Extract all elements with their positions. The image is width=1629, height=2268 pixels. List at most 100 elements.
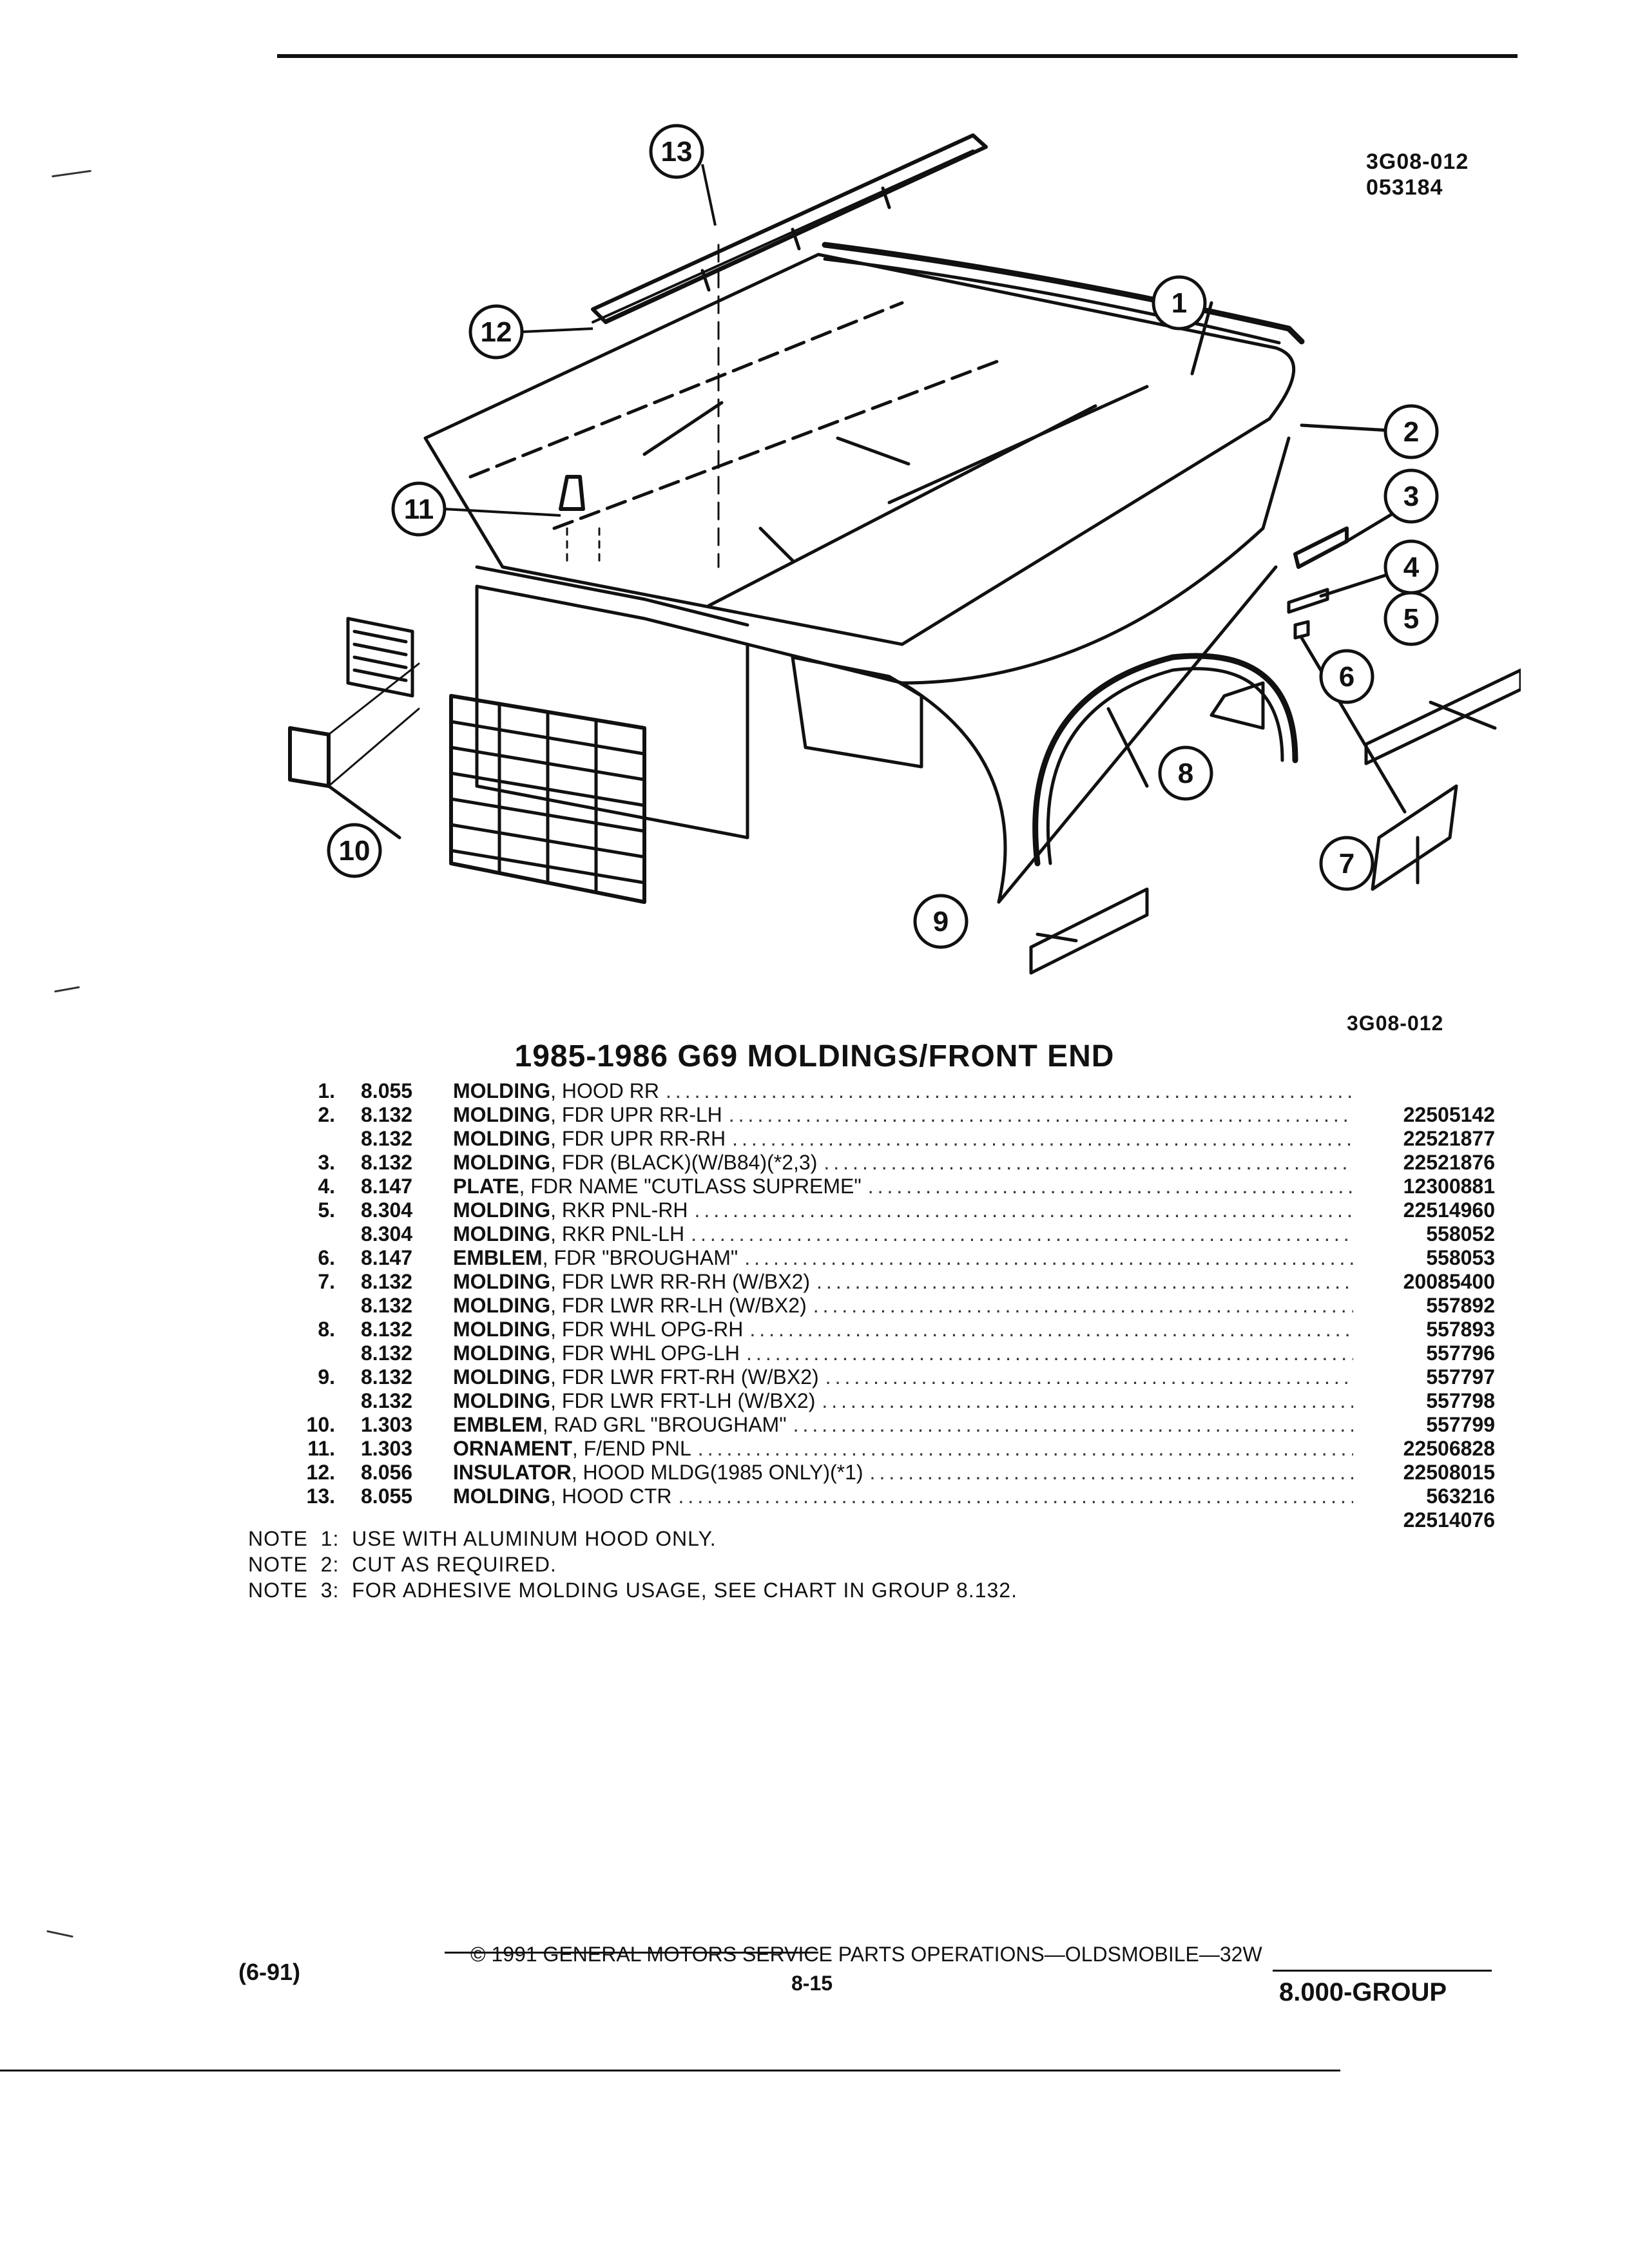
leader-dots: ........................................…: [732, 1127, 1353, 1150]
part-number: 557799: [1426, 1413, 1495, 1436]
part-name: MOLDING: [453, 1365, 551, 1389]
notes: NOTE 1: USE WITH ALUMINUM HOOD ONLY.NOTE…: [248, 1527, 1017, 1604]
leader-dots: ........................................…: [869, 1461, 1353, 1484]
fender-emblem: [1293, 620, 1310, 640]
part-name: PLATE: [453, 1175, 519, 1198]
part-name: MOLDING: [453, 1103, 551, 1126]
part-name: MOLDING: [453, 1079, 551, 1102]
leader-dots: ........................................…: [822, 1389, 1353, 1412]
part-name: MOLDING: [453, 1485, 551, 1508]
wheel-opening-molding: [1032, 653, 1298, 867]
callout-9: 9: [913, 894, 969, 949]
item-number: 2.: [318, 1103, 335, 1126]
item-number: 9.: [318, 1365, 335, 1389]
callout-10: 10: [327, 823, 382, 878]
part-name: EMBLEM: [453, 1246, 543, 1269]
part-description: , FDR UPR RR-RH: [550, 1127, 726, 1150]
parts-row: 22514076: [284, 1508, 1495, 1532]
part-description: , F/END PNL: [572, 1437, 691, 1460]
svg-text:1: 1: [1171, 287, 1187, 319]
scan-mark: [52, 169, 92, 178]
item-number: 1.: [318, 1079, 335, 1102]
item-number: 7.: [318, 1270, 335, 1293]
part-description: , FDR LWR FRT-RH (W/BX2): [550, 1365, 819, 1389]
hood-center-molding: [591, 133, 988, 324]
svg-text:10: 10: [339, 835, 371, 867]
hood-insulator: [592, 149, 974, 323]
part-description: , FDR UPR RR-LH: [550, 1103, 722, 1126]
group-number: 8.132: [361, 1127, 413, 1150]
callout-7: 7: [1319, 836, 1374, 891]
group-number: 8.055: [361, 1079, 413, 1102]
svg-text:2: 2: [1403, 416, 1419, 448]
group-number: 8.304: [361, 1222, 413, 1245]
grille-emblem: [288, 726, 331, 788]
callout-6: 6: [1319, 649, 1374, 704]
parts-row: 9. 8.132 MOLDING, FDR LWR FRT-RH (W/BX2)..…: [284, 1365, 1495, 1389]
radiator-grille: [449, 694, 646, 904]
leader-dots: ........................................…: [665, 1079, 1353, 1102]
group-number: 1.303: [361, 1413, 413, 1436]
part-name: MOLDING: [453, 1198, 551, 1222]
svg-text:6: 6: [1339, 661, 1354, 693]
part-description: , FDR LWR RR-RH (W/BX2): [550, 1270, 811, 1293]
leader-dots: ........................................…: [746, 1341, 1353, 1365]
part-name: MOLDING: [453, 1222, 551, 1245]
part-description: , FDR WHL OPG-LH: [550, 1341, 740, 1365]
part-name: ORNAMENT: [453, 1437, 572, 1460]
scan-mark: [54, 986, 80, 993]
leader-dots: ........................................…: [867, 1175, 1353, 1198]
group-number: 8.132: [361, 1365, 413, 1389]
part-number: 22521877: [1403, 1127, 1495, 1150]
part-name: EMBLEM: [453, 1413, 543, 1436]
item-number: 11.: [307, 1437, 335, 1460]
part-description: , FDR LWR RR-LH (W/BX2): [550, 1294, 807, 1317]
leader-dots: ........................................…: [825, 1365, 1353, 1389]
svg-text:4: 4: [1403, 552, 1420, 583]
leader-dots: ........................................…: [694, 1198, 1353, 1222]
callout-5: 5: [1383, 591, 1439, 646]
part-description: , FDR (BLACK)(W/B84)(*2,3): [550, 1151, 818, 1174]
leader-dots: ........................................…: [678, 1485, 1353, 1508]
svg-text:9: 9: [933, 906, 949, 937]
svg-text:5: 5: [1403, 603, 1419, 635]
group-number: 8.056: [361, 1461, 413, 1484]
footer-group: 8.000-GROUP: [1279, 1978, 1447, 2006]
part-number: 22508015: [1403, 1461, 1495, 1484]
item-number: 8.: [318, 1318, 335, 1341]
part-number: 563216: [1426, 1485, 1495, 1508]
svg-text:12: 12: [481, 316, 512, 348]
svg-text:7: 7: [1339, 848, 1354, 879]
scan-mark: [46, 1930, 73, 1938]
headlamp-grille: [346, 617, 414, 698]
callout-1: 1: [1152, 275, 1207, 331]
part-number: 22505142: [1403, 1103, 1495, 1126]
part-number: 558052: [1426, 1222, 1495, 1245]
group-number: 8.132: [361, 1103, 413, 1126]
part-number: 558053: [1426, 1246, 1495, 1269]
illustration-code: 3G08-012: [1366, 149, 1469, 174]
part-number: 12300881: [1403, 1175, 1495, 1198]
part-number: 557796: [1426, 1341, 1495, 1365]
part-name: MOLDING: [453, 1294, 551, 1317]
illustration-code-caption: 3G08-012: [1347, 1012, 1444, 1035]
item-number: 13.: [306, 1485, 335, 1508]
group-number: 8.132: [361, 1389, 413, 1412]
part-name: MOLDING: [453, 1341, 551, 1365]
group-number: 8.055: [361, 1485, 413, 1508]
part-name: MOLDING: [453, 1151, 551, 1174]
svg-text:8: 8: [1178, 758, 1193, 789]
part-description: , FDR LWR FRT-LH (W/BX2): [550, 1389, 816, 1412]
top-rule: [277, 54, 1518, 58]
fender-name-plate: [1287, 588, 1329, 614]
